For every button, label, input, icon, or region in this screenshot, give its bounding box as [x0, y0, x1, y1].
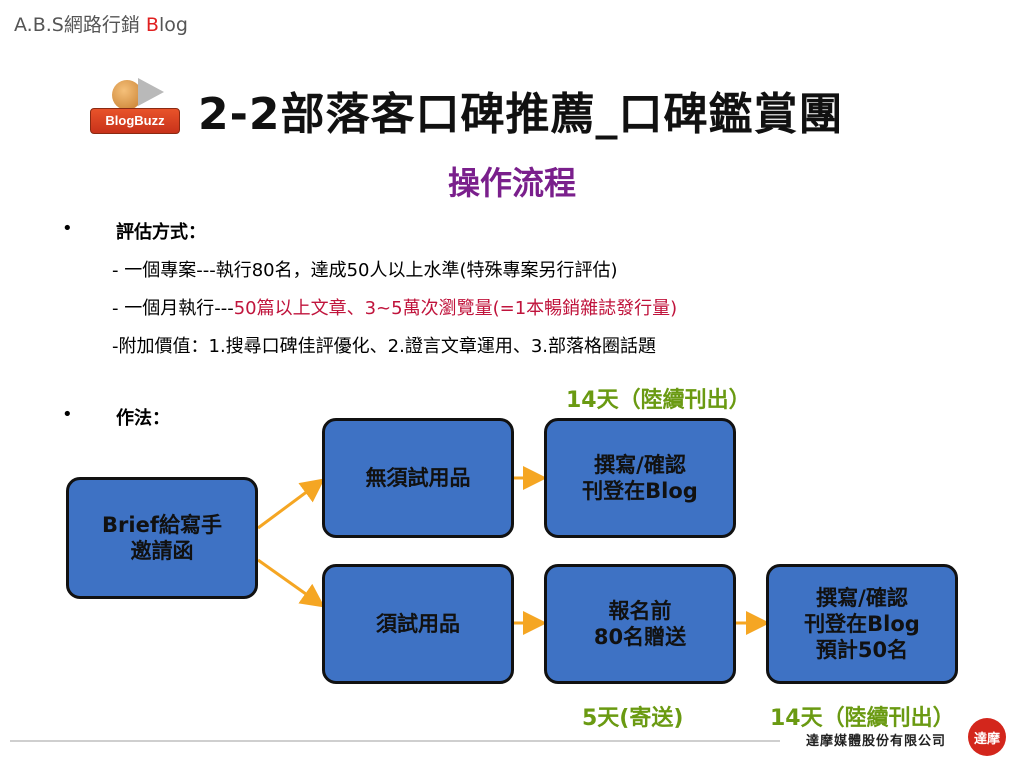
box-no-trial: 無須試用品 [322, 418, 514, 538]
company-logo: 達摩 [968, 718, 1006, 756]
footer-company: 達摩媒體股份有限公司 [806, 734, 947, 749]
logo-text: BlogBuzz [90, 108, 180, 134]
page-title: 2-2部落客口碑推薦_口碑鑑賞團 [198, 89, 844, 140]
final-line-1: 撰寫/確認 [816, 585, 908, 610]
write-line-2: 刊登在Blog [582, 479, 698, 503]
line2-highlight: 50篇以上文章、3~5萬次瀏覽量(=1本暢銷雜誌發行量) [233, 298, 678, 319]
box-write-publish: 撰寫/確認刊登在Blog [544, 418, 736, 538]
box-brief: Brief給寫手邀請函 [66, 477, 258, 599]
final-line-2: 刊登在Blog [804, 611, 920, 636]
footer-divider [10, 740, 780, 742]
evaluation-line-1: - 一個專案---執行80名，達成50人以上水準(特殊專案另行評估) [112, 260, 618, 281]
final-line-3: 預計50名 [815, 638, 909, 663]
brief-line-2: 邀請函 [130, 539, 194, 563]
no-trial-label: 無須試用品 [365, 465, 471, 490]
bullet-mark: • [62, 218, 73, 239]
duration-label-top: 14天（陸續刊出） [566, 388, 751, 413]
blogbuzz-logo: BlogBuzz [90, 78, 180, 136]
signup-line-2: 80名贈送 [593, 625, 687, 649]
method-label: 作法： [116, 408, 170, 429]
duration-label-publish: 14天（陸續刊出） [770, 706, 955, 731]
box-trial: 須試用品 [322, 564, 514, 684]
write-line-1: 撰寫/確認 [594, 452, 686, 477]
megaphone-icon [138, 78, 164, 106]
evaluation-label: 評估方式： [116, 222, 206, 243]
brand-accent: B [145, 14, 159, 36]
mascot-icon [112, 80, 142, 110]
trial-label: 須試用品 [376, 611, 460, 636]
line2-prefix: - 一個月執行--- [112, 298, 234, 319]
header-brand: A.B.S網路行銷 Blog [14, 10, 188, 37]
brief-line-1: Brief給寫手 [102, 512, 222, 537]
brand-prefix: A.B.S網路行銷 [14, 14, 146, 36]
arrow-start-to-no-trial [257, 478, 325, 530]
brand-suffix: log [158, 14, 188, 36]
bullet-mark: • [62, 404, 73, 425]
duration-label-shipping: 5天(寄送) [582, 706, 684, 731]
evaluation-line-2: - 一個月執行---50篇以上文章、3~5萬次瀏覽量(=1本暢銷雜誌發行量) [112, 294, 677, 320]
section-subtitle: 操作流程 [447, 164, 576, 202]
evaluation-line-3: -附加價值：1.搜尋口碑佳評優化、2.證言文章運用、3.部落格圈話題 [112, 336, 657, 357]
signup-line-1: 報名前 [608, 598, 672, 623]
arrow-start-to-trial [257, 558, 325, 608]
